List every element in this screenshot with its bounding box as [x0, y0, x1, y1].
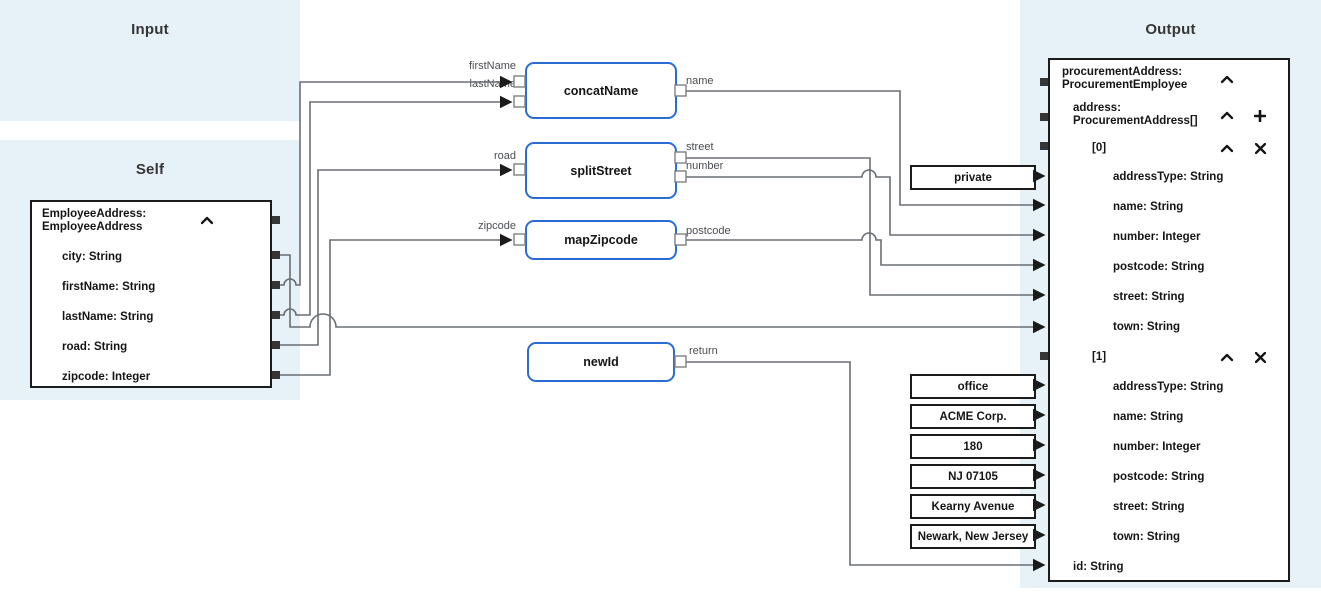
port-label-name: name [686, 75, 714, 87]
port-label-number: number [686, 160, 724, 172]
function-splitstreet-label: splitStreet [570, 163, 632, 178]
output-0-town[interactable]: town: String [1113, 321, 1181, 333]
constant-acme-label: ACME Corp. [939, 410, 1007, 423]
output-root-label-line2: ProcurementEmployee [1062, 79, 1188, 91]
output-panel-title: Output [1145, 21, 1196, 38]
self-root-label-line1: EmployeeAddress: [42, 208, 147, 220]
function-newid[interactable]: newId [527, 342, 675, 382]
self-panel-title: Self [135, 161, 165, 178]
output-1-street[interactable]: street: String [1113, 501, 1185, 513]
self-root-row[interactable]: EmployeeAddress: EmployeeAddress [42, 208, 262, 236]
chevron-up-icon[interactable] [1220, 75, 1234, 84]
constant-private-label: private [954, 171, 992, 184]
output-1-name[interactable]: name: String [1113, 411, 1184, 423]
constant-office-label: office [957, 380, 989, 393]
port-newid-return[interactable] [674, 355, 687, 368]
constant-nj07105[interactable]: NJ 07105 [910, 464, 1036, 489]
output-0-street[interactable]: street: String [1113, 291, 1185, 303]
output-tree-box: procurementAddress: ProcurementEmployee … [1048, 58, 1290, 582]
input-panel [0, 0, 300, 121]
constant-private[interactable]: private [910, 165, 1036, 190]
self-field-city[interactable]: city: String [62, 251, 123, 263]
function-concatname[interactable]: concatName [525, 62, 677, 119]
self-field-lastname[interactable]: lastName: String [62, 311, 154, 323]
function-newid-label: newId [583, 355, 619, 369]
wire-zipcode-to-mapzipcode [280, 233, 513, 376]
output-1-addresstype[interactable]: addressType: String [1113, 381, 1224, 393]
x-icon[interactable] [1255, 352, 1266, 363]
wire-city-to-town0 [280, 254, 1046, 334]
self-field-firstname[interactable]: firstName: String [62, 281, 156, 293]
chevron-up-icon[interactable] [1220, 111, 1234, 120]
port-label-street: street [686, 141, 714, 153]
output-root-row[interactable]: procurementAddress: ProcurementEmployee [1062, 66, 1280, 94]
port-label-firstname: firstName [468, 60, 516, 72]
constant-kearny[interactable]: Kearny Avenue [910, 494, 1036, 519]
output-item0-label: [0] [1092, 142, 1107, 154]
port-concatname-lastname[interactable] [513, 95, 526, 108]
plus-icon[interactable] [1254, 110, 1266, 122]
wire-firstname-to-concatname [280, 75, 513, 286]
wire-postcode-to-postcode0 [685, 232, 1046, 272]
output-item0-row[interactable]: [0] [1092, 140, 1280, 156]
function-splitstreet[interactable]: splitStreet [525, 142, 677, 199]
constant-office[interactable]: office [910, 374, 1036, 399]
function-concatname-label: concatName [563, 83, 639, 98]
constant-nj07105-label: NJ 07105 [948, 470, 998, 483]
port-label-lastname: lastName [469, 78, 516, 90]
wire-lastname-to-concatname [280, 95, 513, 316]
port-splitstreet-road[interactable] [513, 163, 526, 176]
port-mapzipcode-zipcode[interactable] [513, 233, 526, 246]
output-0-addresstype[interactable]: addressType: String [1113, 171, 1224, 183]
chevron-up-icon[interactable] [200, 216, 214, 225]
output-address-row[interactable]: address: ProcurementAddress[] [1073, 102, 1280, 130]
constant-180-label: 180 [963, 440, 983, 453]
constant-kearny-label: Kearny Avenue [931, 500, 1015, 513]
input-panel-title: Input [131, 21, 169, 38]
constant-180[interactable]: 180 [910, 434, 1036, 459]
output-root-label-line1: procurementAddress: [1062, 66, 1183, 78]
output-address-label-line2: ProcurementAddress[] [1073, 115, 1198, 127]
self-root-label-line2: EmployeeAddress [42, 221, 143, 233]
output-address-label-line1: address: [1073, 102, 1121, 114]
output-item1-label: [1] [1092, 351, 1107, 363]
port-label-zipcode: zipcode [478, 220, 516, 232]
output-id-row[interactable]: id: String [1073, 561, 1124, 573]
constant-newark-label: Newark, New Jersey [917, 530, 1029, 543]
port-label-return: return [689, 345, 718, 357]
self-field-road[interactable]: road: String [62, 341, 128, 353]
chevron-up-icon[interactable] [1220, 144, 1234, 153]
output-0-postcode[interactable]: postcode: String [1113, 261, 1205, 273]
constant-newark[interactable]: Newark, New Jersey [910, 524, 1036, 549]
self-tree-box: EmployeeAddress: EmployeeAddress city: S… [30, 200, 272, 388]
function-mapzipcode-label: mapZipcode [564, 233, 638, 247]
output-0-name[interactable]: name: String [1113, 201, 1184, 213]
chevron-up-icon[interactable] [1220, 353, 1234, 362]
output-1-number[interactable]: number: Integer [1113, 441, 1201, 453]
output-0-number[interactable]: number: Integer [1113, 231, 1201, 243]
constant-acme[interactable]: ACME Corp. [910, 404, 1036, 429]
function-mapzipcode[interactable]: mapZipcode [525, 220, 677, 260]
output-1-postcode[interactable]: postcode: String [1113, 471, 1205, 483]
output-item1-row[interactable]: [1] [1092, 349, 1280, 365]
self-field-zipcode[interactable]: zipcode: Integer [62, 371, 151, 383]
output-1-town[interactable]: town: String [1113, 531, 1181, 543]
x-icon[interactable] [1255, 143, 1266, 154]
port-label-road: road [493, 150, 516, 162]
port-label-postcode: postcode [686, 225, 731, 237]
wire-road-to-splitstreet [280, 163, 513, 346]
